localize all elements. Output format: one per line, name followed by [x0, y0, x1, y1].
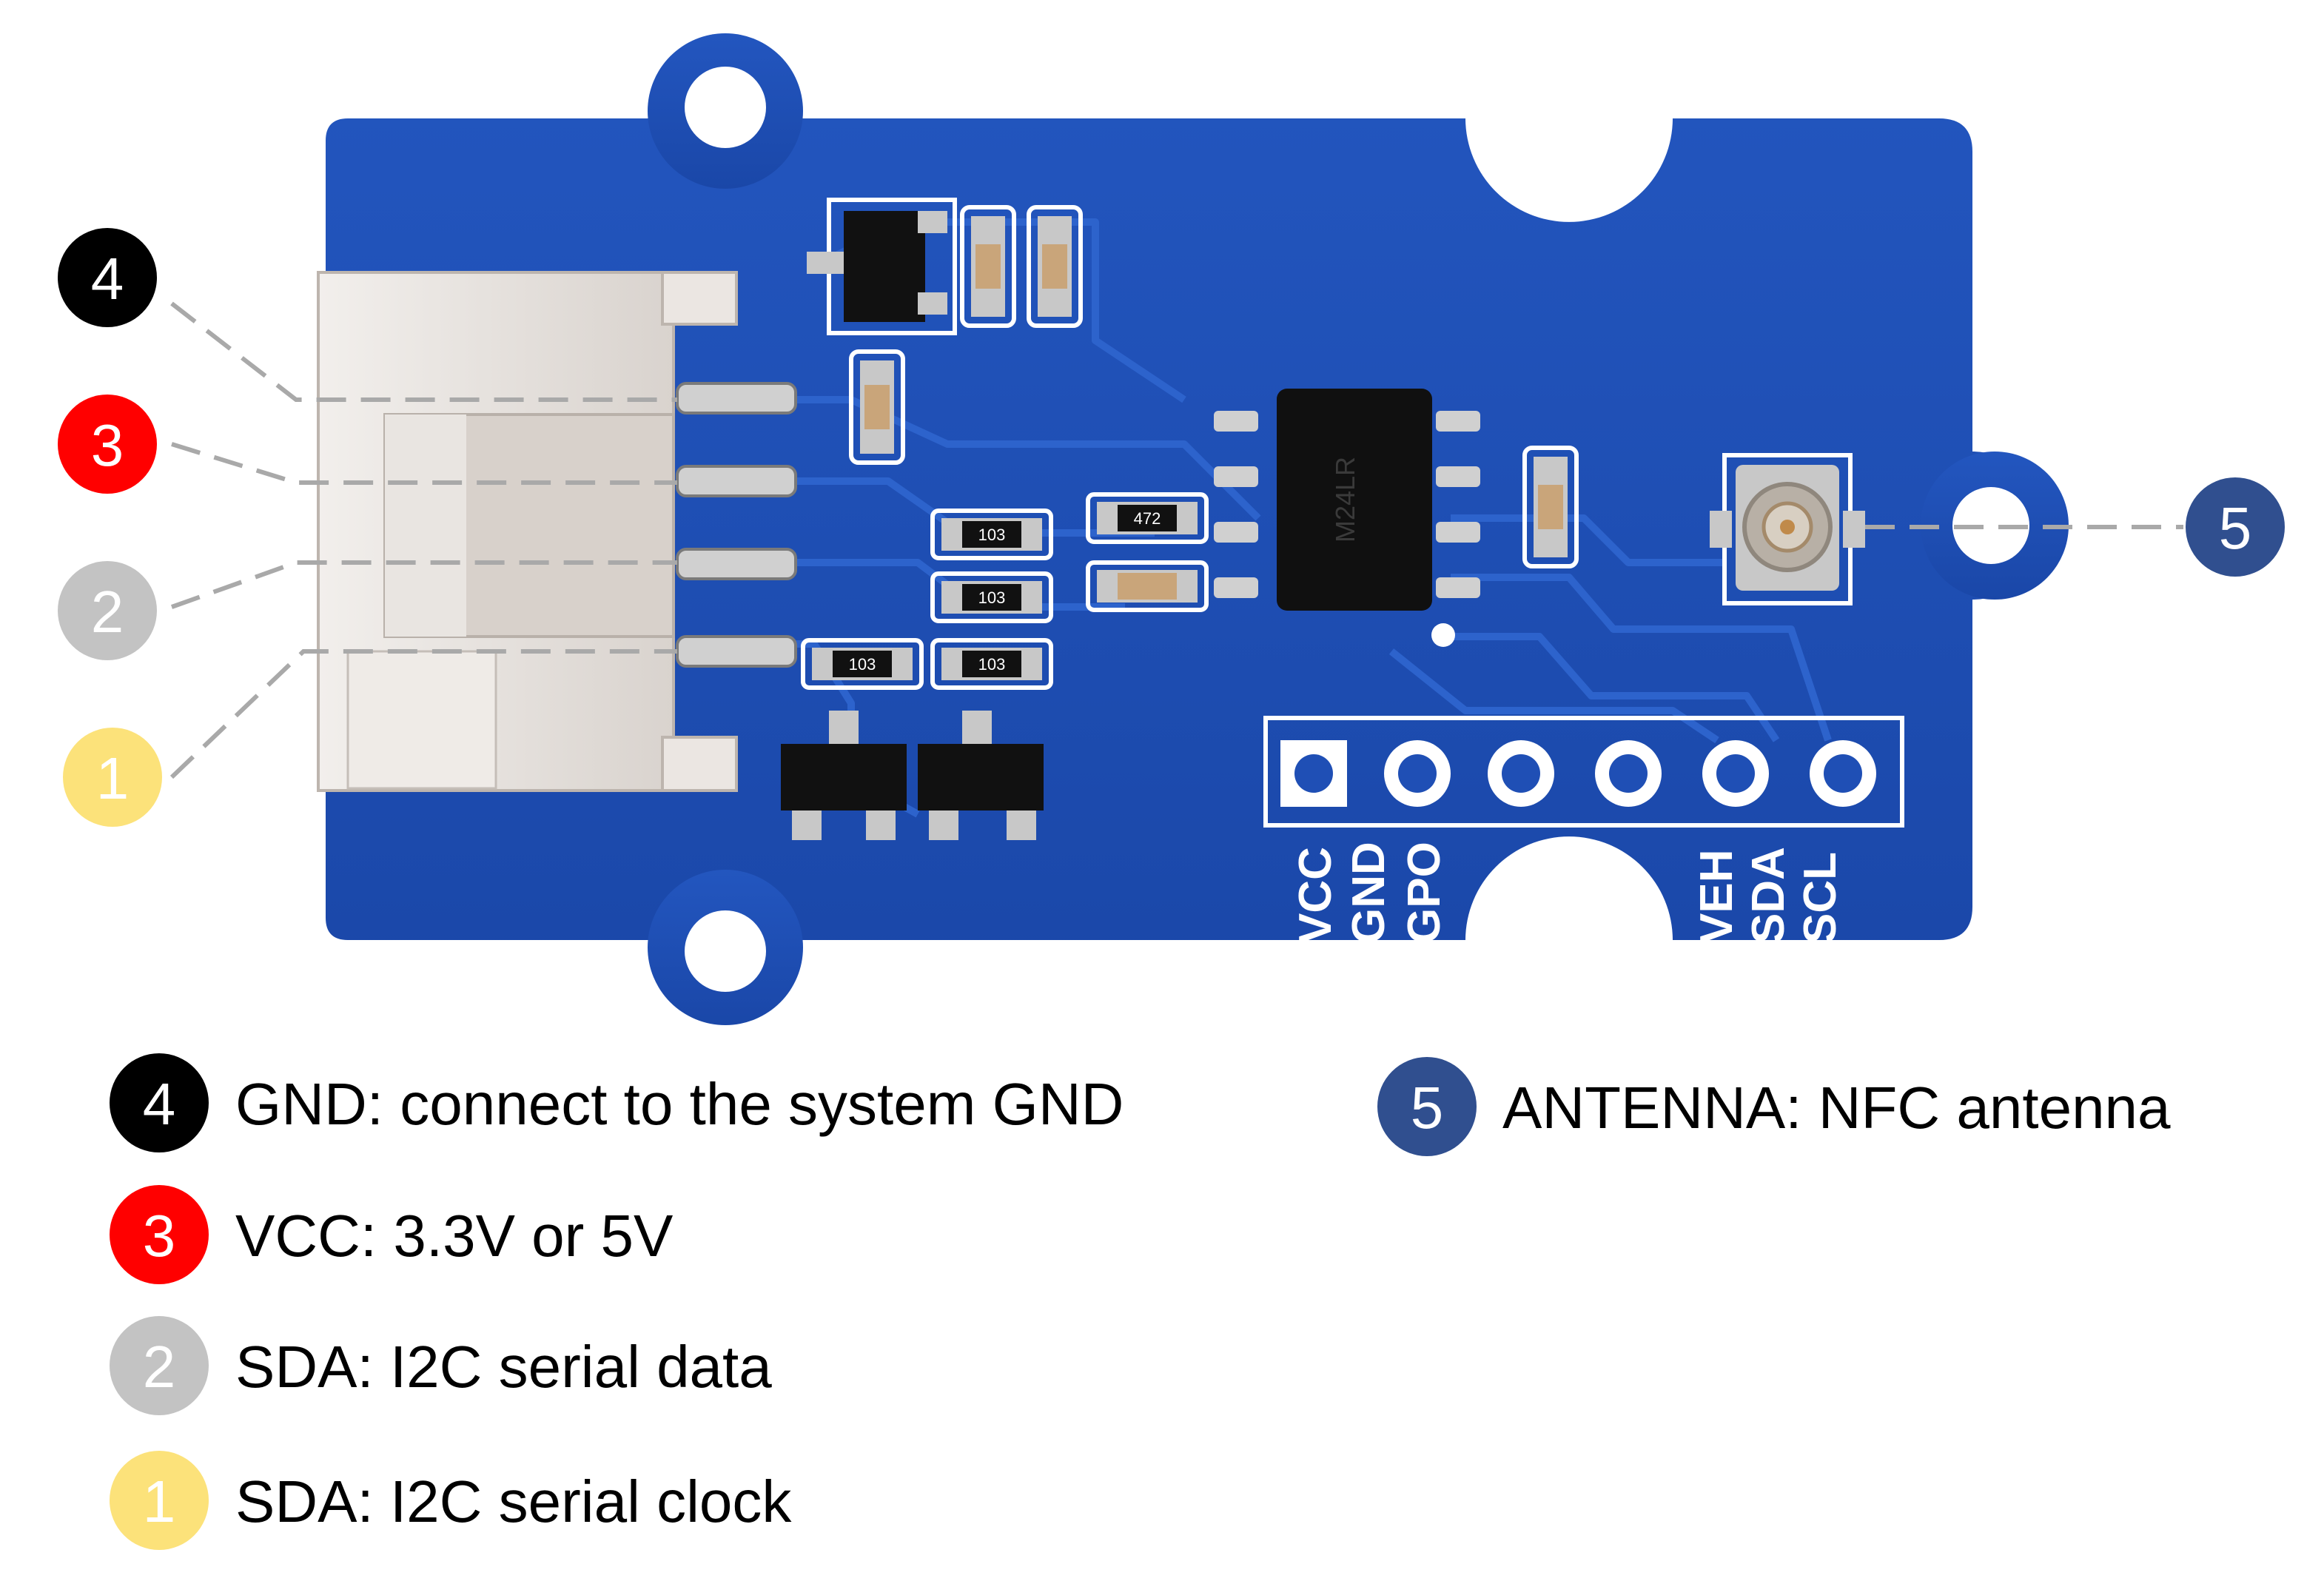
callout-1: 1	[63, 728, 162, 827]
legend-item-3: 3 VCC: 3.3V or 5V	[110, 1185, 674, 1284]
resistor-r4: 103	[801, 638, 924, 690]
nfc-ic: M24LR	[1214, 389, 1480, 611]
resistor-r1-mark: 103	[978, 526, 1006, 544]
transistor-bottom-right	[918, 711, 1044, 840]
legend-2-badge	[110, 1316, 209, 1415]
callout-1-number: 1	[96, 745, 130, 811]
resistor-r-top-mark: 472	[1134, 509, 1161, 528]
legend-3-text: VCC: 3.3V or 5V	[235, 1203, 674, 1269]
resistor-r3-mark: 103	[978, 655, 1006, 674]
leader-lines	[169, 301, 2183, 779]
capacitor-antenna	[1522, 446, 1579, 568]
callout-5: 5	[2186, 477, 2285, 577]
legend-4-badge	[110, 1053, 209, 1152]
connector-pins	[676, 382, 797, 668]
connector-bottom-lip	[346, 650, 497, 790]
resistor-r-top: 472	[1086, 492, 1209, 544]
silk-veh: VEH	[1691, 850, 1742, 944]
mounting-hole-bottom	[685, 910, 766, 992]
legend-4-text: GND: connect to the system GND	[235, 1071, 1124, 1137]
callout-4-number: 4	[91, 246, 124, 312]
legend-4-number: 4	[143, 1071, 176, 1137]
nfc-ic-mark: M24LR	[1330, 457, 1360, 543]
legend-1-number: 1	[143, 1469, 176, 1534]
notch-top	[1465, 115, 1673, 218]
pin-1	[676, 635, 797, 668]
resistor-r4-mark: 103	[849, 655, 876, 674]
connector-latch	[385, 415, 466, 637]
leader-line-1	[169, 649, 677, 779]
resistor-r3: 103	[930, 638, 1053, 690]
legend-1-text: SDA: I2C serial clock	[235, 1469, 792, 1534]
callout-5-circle	[2186, 477, 2285, 577]
mounting-hole-right	[1952, 487, 2029, 564]
callout-4: 4	[58, 228, 157, 327]
smd-components: 103 103 103 103 472	[781, 198, 1904, 944]
connector-top-flange	[661, 271, 738, 326]
legend-2-number: 2	[143, 1334, 176, 1400]
legend-item-5: 5 ANTENNA: NFC antenna	[1377, 1057, 2171, 1156]
legend-5-text: ANTENNA: NFC antenna	[1502, 1075, 2171, 1141]
callout-3-circle	[58, 395, 157, 494]
legend-2-text: SDA: I2C serial data	[235, 1334, 772, 1400]
pin-3	[676, 465, 797, 497]
resistor-r2-mark: 103	[978, 588, 1006, 607]
pin-4	[676, 382, 797, 415]
legend-5-badge	[1377, 1057, 1477, 1156]
callout-1-circle	[63, 728, 162, 827]
silkscreen-labels: VCC GND GPO VEH SDA SCL	[1290, 842, 1846, 944]
photo-callouts: 4 3 2 1 5	[58, 228, 2285, 827]
pin1-dot	[1431, 623, 1455, 647]
notch-bottom	[1465, 840, 1673, 944]
capacitor-right-of-array	[1086, 560, 1209, 612]
capacitor-mid	[849, 349, 905, 465]
legend-3-badge	[110, 1185, 209, 1284]
callout-3: 3	[58, 395, 157, 494]
mounting-hole-top	[685, 67, 766, 148]
resistor-r2: 103	[930, 571, 1053, 623]
silk-gnd: GND	[1343, 842, 1394, 944]
resistor-r1: 103	[930, 509, 1053, 560]
silk-scl: SCL	[1795, 852, 1846, 944]
capacitor-top-1	[960, 205, 1016, 328]
legend-item-2: 2 SDA: I2C serial data	[110, 1316, 772, 1415]
header-pin-row	[1263, 716, 1904, 828]
capacitor-top-2	[1027, 205, 1083, 328]
silk-gpo: GPO	[1399, 842, 1450, 944]
legend-1-badge	[110, 1451, 209, 1550]
silk-sda: SDA	[1743, 847, 1794, 944]
leader-line-4	[170, 301, 677, 402]
callout-5-number: 5	[2219, 495, 2252, 561]
connector-bottom-flange	[661, 736, 738, 792]
legend-5-number: 5	[1411, 1075, 1444, 1141]
callout-2-number: 2	[91, 579, 124, 645]
transistor-bottom-left	[781, 711, 907, 840]
callout-4-circle	[58, 228, 157, 327]
callout-2-circle	[58, 561, 157, 660]
silk-vcc: VCC	[1290, 847, 1341, 944]
callout-3-number: 3	[91, 412, 124, 478]
transistor-top	[807, 198, 957, 335]
antenna-connector	[1710, 453, 1865, 605]
leader-line-3	[171, 442, 677, 485]
legend-item-4: 4 GND: connect to the system GND	[110, 1053, 1124, 1152]
legend-item-1: 1 SDA: I2C serial clock	[110, 1451, 792, 1550]
grove-connector	[317, 271, 738, 792]
pin-2	[676, 548, 797, 580]
callout-2: 2	[58, 561, 157, 660]
legend-3-number: 3	[143, 1203, 176, 1269]
legend: 4 GND: connect to the system GND 3 VCC: …	[110, 1053, 2171, 1550]
